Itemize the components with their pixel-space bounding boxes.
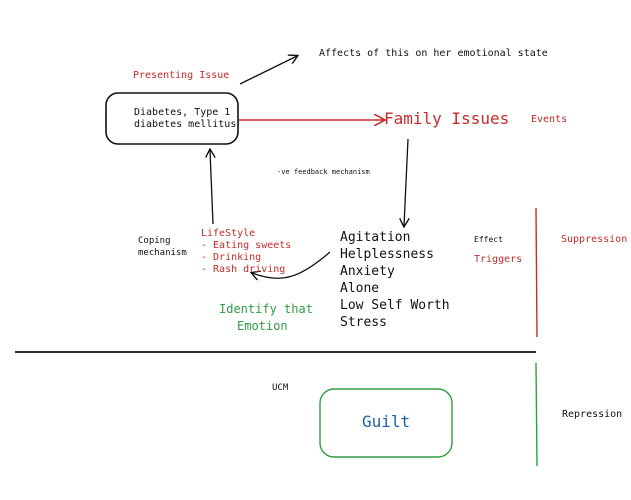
presenting-issue-label: Presenting Issue: [133, 70, 230, 81]
lifestyle-item: - Eating sweets: [201, 240, 292, 251]
lifestyle-item: - Rash driving: [201, 264, 286, 275]
emotion-item: Stress: [340, 315, 387, 330]
ucm-label: UCM: [272, 383, 289, 393]
triggers-label: Triggers: [474, 254, 523, 265]
lifestyle-title: LifeStyle: [201, 228, 256, 239]
feedback-label: -ve feedback mechanism: [277, 168, 370, 176]
guilt-label: Guilt: [362, 412, 411, 431]
repression-label: Repression: [562, 409, 623, 420]
coping-label-line1: Coping: [138, 236, 171, 246]
coping-label-line2: mechanism: [138, 248, 187, 258]
affects-label: Affects of this on her emotional state: [319, 48, 548, 59]
family-issues-label: Family Issues: [384, 109, 510, 128]
emotion-item: Low Self Worth: [340, 298, 450, 313]
emotion-item: Helplessness: [340, 247, 434, 262]
events-label: Events: [531, 114, 568, 125]
effect-label: Effect: [474, 235, 503, 244]
emotion-item: Agitation: [340, 230, 411, 245]
emotion-item: Anxiety: [340, 264, 395, 279]
diabetes-box: [105, 92, 239, 145]
repression-line: [535, 362, 538, 467]
arrow-to-diabetes: [210, 150, 213, 225]
emotion-item: Alone: [340, 281, 380, 296]
lifestyle-item: - Drinking: [201, 252, 262, 263]
arrow-to-affects: [239, 56, 297, 85]
arrow-to-emotions: [404, 138, 408, 226]
guilt-box: [319, 388, 453, 458]
arrow-to-lifestyle: [252, 251, 331, 278]
suppression-line: [535, 207, 538, 338]
diabetes-label-line1: Diabetes, Type 1: [134, 107, 231, 118]
identify-emotion-line2: Emotion: [237, 319, 288, 333]
suppression-label: Suppression: [561, 234, 628, 245]
diabetes-label-line2: diabetes mellitus: [134, 119, 237, 130]
identify-emotion-line1: Identify that: [219, 302, 313, 316]
